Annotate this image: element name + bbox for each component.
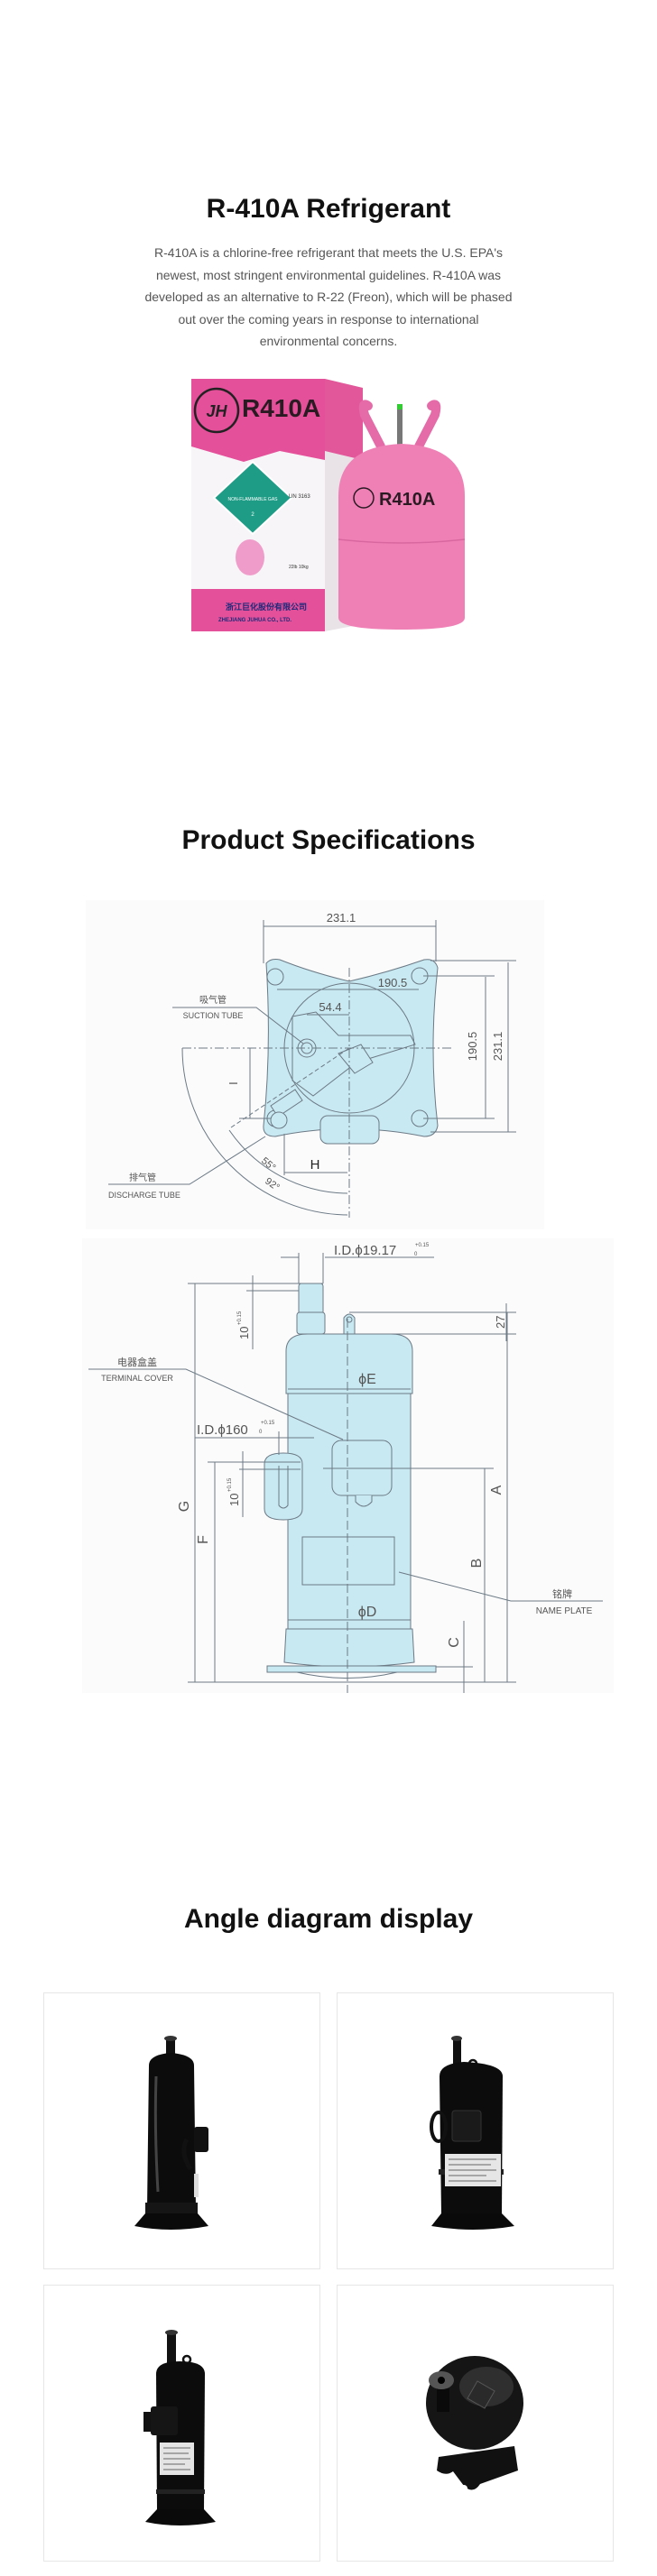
side-pipe-tolerance: +0.15 — [261, 1421, 275, 1426]
lower-shell — [283, 1628, 415, 1668]
discharge-label: DISCHARGE TUBE — [108, 1191, 180, 1200]
dim-b: B — [469, 1559, 485, 1569]
discharge-port — [270, 1111, 288, 1129]
dim-height-right: 231.1 — [491, 1032, 504, 1062]
dim-width-top: 231.1 — [327, 911, 356, 925]
nameplate-label: NAME PLATE — [536, 1606, 593, 1616]
side-view-diagram: I.D.ϕ19.17 +0.15 0 I.D.ϕ160 +0.15 0 10 +… — [82, 1238, 614, 1693]
compressor-image-terminal-side — [143, 2330, 216, 2525]
accumulator-loop — [264, 1452, 303, 1521]
pipe-length-side: 10 — [227, 1494, 241, 1506]
net-weight: 22lb 10kg — [289, 565, 309, 570]
angle-arc-55 — [228, 1129, 348, 1194]
mount-hole — [266, 968, 284, 986]
un-number: UN 3163 — [289, 494, 310, 500]
terminal-label-cn: 电器盒盖 — [117, 1356, 157, 1368]
compressor-image-nameplate — [430, 2036, 514, 2230]
angle-55: 55° — [259, 1155, 277, 1173]
box-top-band — [191, 379, 325, 462]
pipe-length-side-tolerance: +0.15 — [227, 1477, 233, 1492]
valve-cap — [397, 404, 403, 409]
name-plate — [301, 1536, 395, 1586]
dim-a: A — [489, 1485, 504, 1495]
top-pipe-tolerance-low: 0 — [414, 1252, 418, 1257]
pipe-length-top: 10 — [237, 1327, 251, 1339]
cylinder-logo-icon — [353, 487, 375, 509]
angle-view-4[interactable] — [337, 2285, 614, 2562]
cylinder-handle-right — [414, 400, 441, 451]
pipe-length-top-tolerance: +0.15 — [237, 1311, 243, 1325]
suction-label-cn: 吸气管 — [199, 994, 227, 1006]
angle-92: 92° — [263, 1176, 282, 1193]
angle-view-1[interactable] — [43, 1992, 320, 2269]
dim-h: H — [310, 1157, 320, 1173]
dim-c: C — [447, 1637, 462, 1648]
main-body — [287, 1393, 412, 1630]
side-pipe-id: I.D.ϕ160 — [197, 1422, 248, 1438]
angles-title: Angle diagram display — [183, 1904, 474, 1934]
side-pipe-tolerance-low: 0 — [259, 1430, 263, 1435]
dim-lug: 27 — [494, 1316, 507, 1329]
discharge-label-cn: 排气管 — [129, 1172, 156, 1183]
refrigerant-title: R-410A Refrigerant — [206, 194, 451, 224]
hazard-diamond — [212, 460, 293, 536]
angle-arc-92 — [181, 1047, 348, 1216]
dim-i: I — [227, 1081, 240, 1085]
top-pipe-fitting — [296, 1311, 326, 1335]
dia-d: ϕD — [358, 1605, 377, 1620]
suction-label: SUCTION TUBE — [183, 1011, 244, 1020]
cylinder-valve — [397, 406, 403, 449]
hazard-class: 2 — [251, 512, 254, 518]
dim-g: G — [177, 1501, 192, 1512]
top-pipe-id: I.D.ϕ19.17 — [334, 1243, 396, 1258]
cylinder-handle-left — [358, 400, 385, 451]
box-product-name: R410A — [242, 394, 320, 422]
brand-logo-text: JH — [206, 402, 227, 420]
top-pipe-tolerance: +0.15 — [415, 1243, 430, 1248]
dim-f: F — [196, 1535, 211, 1544]
box-window — [236, 539, 264, 575]
company-cn: 浙江巨化股份有限公司 — [226, 602, 307, 612]
compressor-image-front-right — [134, 2036, 208, 2230]
box-side-band — [325, 379, 363, 460]
hazard-label: NON-FLAMMABLE GAS — [227, 497, 278, 502]
cylinder-body — [338, 444, 465, 630]
dim-hole-spacing-h: 190.5 — [378, 976, 408, 989]
base-plate — [266, 1665, 437, 1673]
nameplate-label-cn: 铭牌 — [552, 1587, 572, 1600]
dim-offset: 54.4 — [319, 1000, 341, 1014]
terminal-label: TERMINAL COVER — [101, 1374, 173, 1383]
cylinder-product-name: R410A — [379, 490, 435, 510]
specifications-title: Product Specifications — [181, 825, 476, 855]
dia-e: ϕE — [358, 1372, 376, 1387]
company-name: ZHEJIANG JUHUA CO., LTD. — [218, 618, 291, 623]
upper-shell — [285, 1333, 413, 1394]
brand-logo-icon — [193, 387, 240, 434]
discharge-bracket — [291, 1011, 416, 1097]
cylinder-seam — [338, 538, 466, 544]
top-view-diagram: 231.1 190.5 54.4 190.5 231.1 吸气管 SUCTION… — [86, 900, 544, 1229]
r410a-product-image: JH R410A NON-FLAMMABLE GAS 2 UN 3163 22l… — [191, 379, 466, 631]
refrigerant-description: R-410A is a chlorine-free refrigerant th… — [144, 245, 513, 348]
angle-view-3[interactable] — [43, 2285, 320, 2562]
angle-view-2[interactable] — [337, 1992, 614, 2269]
dim-hole-spacing-v: 190.5 — [466, 1032, 479, 1062]
box-bottom-band — [191, 589, 325, 631]
compressor-image-top — [426, 2356, 523, 2492]
